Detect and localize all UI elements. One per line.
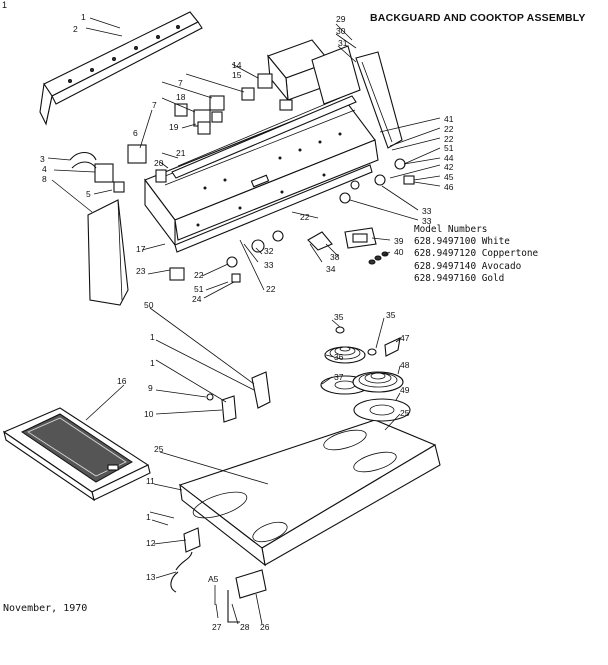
callout-number: 46 xyxy=(444,182,454,192)
callout-number: 3 xyxy=(40,154,45,164)
model-numbers: Model Numbers 628.9497100 White 628.9497… xyxy=(414,224,538,285)
callout-number: 41 xyxy=(444,114,454,124)
callout-number: 18 xyxy=(176,92,186,102)
callout-number: 42 xyxy=(444,162,454,172)
callout-number: 29 xyxy=(336,14,346,24)
callout-number: 27 xyxy=(212,622,222,632)
leader-lines xyxy=(47,17,441,625)
callout-numbers: 1 2 29 30 31 14 15 7 18 7 19 6 3 4 8 5 2… xyxy=(40,12,454,632)
right-end-bracket xyxy=(355,51,403,149)
control-knobs xyxy=(169,158,415,283)
callout-number: 28 xyxy=(240,622,250,632)
backguard-panel xyxy=(144,99,379,253)
glass-cover xyxy=(2,407,151,502)
callout-number: 25 xyxy=(154,444,164,454)
callout-number: 15 xyxy=(232,70,242,80)
callout-number: 1 xyxy=(150,332,155,342)
callout-number: 32 xyxy=(264,246,274,256)
callout-number: A5 xyxy=(208,574,219,584)
callout-number: 31 xyxy=(338,38,348,48)
callout-number: 10 xyxy=(144,409,154,419)
callout-number: 39 xyxy=(394,236,404,246)
top-rail xyxy=(171,95,357,179)
callout-number: 51 xyxy=(444,143,454,153)
callout-number: 35 xyxy=(386,310,396,320)
callout-number: 47 xyxy=(400,333,410,343)
callout-number: 22 xyxy=(266,284,276,294)
callout-number: 2 xyxy=(73,24,78,34)
callout-number: 33 xyxy=(422,216,432,226)
callout-number: 51 xyxy=(194,284,204,294)
callout-number: 38 xyxy=(330,252,340,262)
callout-number: 21 xyxy=(176,148,186,158)
callout-number: 50 xyxy=(144,300,154,310)
callout-number: 5 xyxy=(86,189,91,199)
model-number-entry: 628.9497140 Avocado xyxy=(414,260,522,272)
callout-number: 45 xyxy=(444,172,454,182)
callout-number: 22 xyxy=(444,124,454,134)
callout-number: 11 xyxy=(146,476,155,486)
callout-number: 49 xyxy=(400,385,410,395)
callout-number: 33 xyxy=(422,206,432,216)
cooktop-main-top xyxy=(178,419,441,567)
callout-number: 44 xyxy=(444,153,454,163)
backguard-switches xyxy=(69,73,293,193)
model-number-entry: 628.9497100 White xyxy=(414,236,510,248)
callout-number: 26 xyxy=(260,622,270,632)
callout-number: 17 xyxy=(136,244,146,254)
left-end-cap xyxy=(87,199,129,306)
callout-number: 13 xyxy=(146,572,156,582)
model-numbers-heading: Model Numbers xyxy=(414,224,488,235)
surface-units xyxy=(320,326,411,422)
callout-number: 24 xyxy=(192,294,202,304)
model-number-entry: 628.9497160 Gold xyxy=(414,272,505,284)
callout-number: 36 xyxy=(334,352,344,362)
callout-number: 22 xyxy=(444,134,454,144)
hinge-brackets xyxy=(206,371,271,423)
callout-number: 6 xyxy=(133,128,138,138)
callout-number: 34 xyxy=(326,264,336,274)
corner-mark: 1 xyxy=(2,0,8,10)
wiring-cover xyxy=(267,39,361,105)
rear-gasket-strip xyxy=(39,11,203,126)
callout-number: 22 xyxy=(300,212,310,222)
callout-number: 4 xyxy=(42,164,47,174)
callout-number: 1 xyxy=(146,512,151,522)
model-number-entry: 628.9497120 Coppertone xyxy=(414,248,539,260)
callout-number: 40 xyxy=(394,247,404,257)
callout-number: 7 xyxy=(152,100,157,110)
callout-number: 23 xyxy=(136,266,146,276)
callout-number: 14 xyxy=(232,60,242,70)
callout-number: 8 xyxy=(42,174,47,184)
callout-number: 1 xyxy=(150,358,155,368)
front-bracket-wiring xyxy=(170,527,267,623)
callout-number: 25 xyxy=(400,408,410,418)
callout-number: 16 xyxy=(117,376,127,386)
callout-number: 30 xyxy=(336,26,346,36)
diagram-title: BACKGUARD AND COOKTOP ASSEMBLY xyxy=(370,12,586,24)
callout-number: 35 xyxy=(334,312,344,322)
callout-number: 20 xyxy=(154,158,164,168)
callout-number: 7 xyxy=(178,78,183,88)
callout-number: 37 xyxy=(334,372,344,382)
callout-number: 33 xyxy=(264,260,274,270)
callout-number: 9 xyxy=(148,383,153,393)
callout-number: 22 xyxy=(194,270,204,280)
callout-number: 1 xyxy=(81,12,86,22)
publication-date: November, 1970 xyxy=(3,603,88,614)
callout-number: 19 xyxy=(169,122,179,132)
callout-number: 48 xyxy=(400,360,410,370)
callout-number: 12 xyxy=(146,538,156,548)
